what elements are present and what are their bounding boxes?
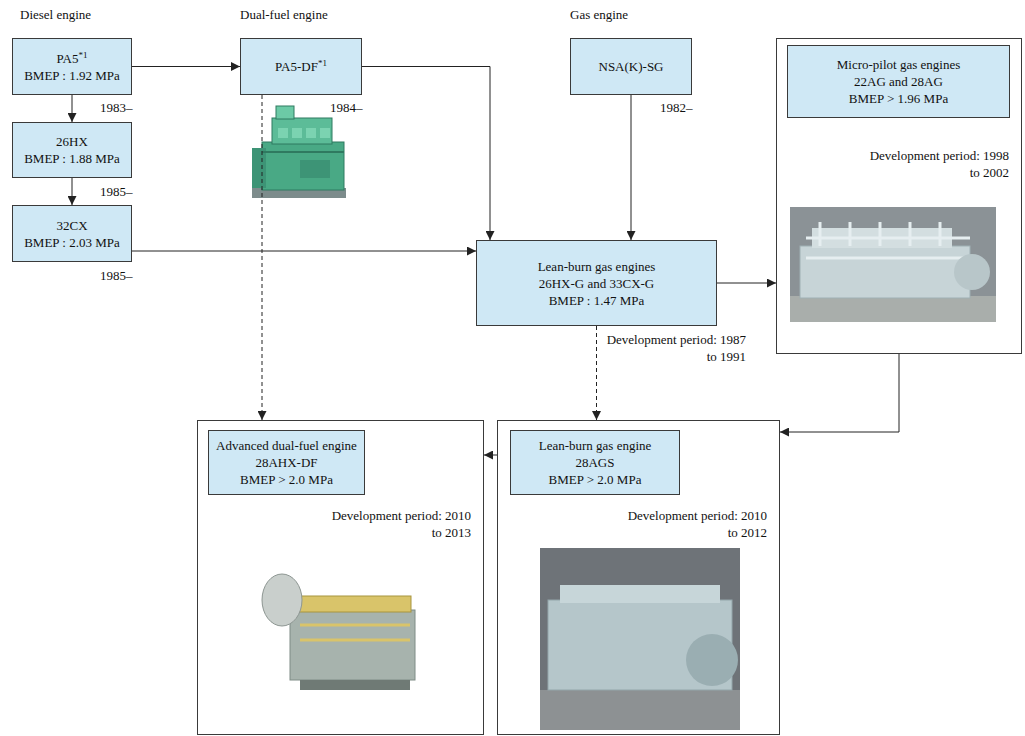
engine-text: Lean-burn gas engine	[539, 437, 652, 454]
label-holder: Diesel engine	[20, 6, 91, 23]
engine-text: BMEP : 1.47 MPa	[549, 292, 645, 309]
cylinder-head	[292, 128, 302, 138]
engine-box: Advanced dual-fuel engine28AHX-DFBMEP > …	[208, 430, 365, 495]
cylinder-head	[320, 128, 330, 138]
footnote-mark: *1	[318, 58, 327, 68]
flow-arrow	[132, 251, 476, 252]
year-label: 1983–	[100, 99, 133, 116]
engine-box: 26HXBMEP : 1.88 MPa	[12, 122, 132, 178]
lean-burn-engine-photo	[540, 548, 740, 730]
flow-arrow	[132, 66, 240, 67]
dashed-arrow	[262, 95, 263, 420]
year-label: 1984–	[330, 99, 363, 116]
group-panel: Development period: 1998 to 2002 Micro-pi…	[776, 38, 1022, 354]
group-panel: Development period: 2010 to 2012 Lean-bur…	[497, 420, 780, 735]
photo-floor	[790, 296, 996, 322]
engine-text: 32CX	[56, 217, 87, 234]
cylinder-head	[278, 128, 288, 138]
group-panel: Development period: 2010 to 2013 Advanced…	[197, 420, 484, 735]
engine-text: Lean-burn gas engines	[538, 258, 656, 275]
period-note: Development period: 2010 to 2012	[617, 507, 767, 541]
flow-arrow	[717, 283, 776, 284]
engine-text: 26HX	[56, 133, 88, 150]
column-heading: Dual-fuel engine	[240, 6, 328, 23]
engine-flywheel	[686, 634, 738, 686]
engine-text: 22AG and 28AG	[854, 73, 943, 90]
engine-text: 28AGS	[575, 454, 614, 471]
photo-ground	[540, 548, 740, 730]
engine-text: BMEP > 2.0 MPa	[240, 471, 333, 488]
engine-base	[300, 680, 410, 690]
engine-text: BMEP > 2.0 MPa	[549, 471, 642, 488]
engine-text: BMEP > 1.96 MPa	[849, 90, 948, 107]
engine-body	[800, 246, 970, 298]
engine-box: Micro-pilot gas engines22AG and 28AGBMEP…	[787, 45, 1010, 118]
engine-text: BMEP : 2.03 MPa	[24, 234, 120, 251]
engine-text: Micro-pilot gas engines	[837, 56, 960, 73]
flow-arrow	[484, 455, 497, 456]
engine-box: Lean-burn gas engines26HX-G and 33CX-GBM…	[476, 240, 717, 326]
engine-pipe	[262, 151, 344, 153]
flow-arrow	[362, 67, 490, 241]
engine-text: NSA(K)-SG	[599, 58, 664, 75]
advanced-dual-fuel-engine-photo	[262, 574, 415, 690]
engine-text: PA5*1	[57, 50, 88, 67]
year-label: 1985–	[100, 183, 133, 200]
label-holder: Gas engine	[570, 6, 628, 23]
label-holder: Development period: 1987 to 1991	[606, 331, 746, 365]
engine-end-unit	[252, 148, 266, 188]
engine-turbo	[276, 106, 294, 119]
flow-arrow	[72, 95, 73, 122]
engine-box: PA5-DF*1	[240, 38, 362, 95]
label-holder: 1982–	[660, 99, 693, 116]
year-label: 1985–	[100, 267, 133, 284]
engine-text: BMEP : 1.88 MPa	[24, 150, 120, 167]
label-holder: 1985–	[100, 183, 133, 200]
engine-text: BMEP : 1.92 MPa	[24, 67, 120, 84]
engine-box: NSA(K)-SG	[570, 38, 692, 95]
label-holder: 1984–	[330, 99, 363, 116]
column-heading: Diesel engine	[20, 6, 91, 23]
micro-pilot-engine-photo	[790, 207, 996, 322]
cylinder-head	[306, 128, 316, 138]
engine-block	[262, 142, 344, 190]
engine-top	[560, 585, 720, 603]
engine-top	[296, 596, 411, 612]
flow-arrow	[631, 95, 632, 240]
engine-pipes	[300, 625, 410, 640]
engine-text: Advanced dual-fuel engine	[216, 437, 357, 454]
dual-fuel-engine-drawing	[252, 106, 346, 198]
engine-panel	[300, 160, 330, 178]
year-label: 1982–	[660, 99, 693, 116]
photo-floor	[540, 690, 740, 730]
label-holder: 1985–	[100, 267, 133, 284]
flow-arrow	[780, 354, 899, 432]
engine-pipes	[806, 222, 975, 258]
label-holder: 1983–	[100, 99, 133, 116]
period-note: Development period: 1998 to 2002	[859, 147, 1009, 181]
column-heading: Gas engine	[570, 6, 628, 23]
photo-ground	[790, 207, 996, 322]
engine-box: Lean-burn gas engine28AGSBMEP > 2.0 MPa	[510, 430, 680, 495]
engine-text: PA5-DF*1	[275, 58, 327, 75]
flow-arrow	[72, 178, 73, 205]
dashed-arrow	[596, 326, 597, 420]
engine-top	[272, 118, 332, 144]
engine-text: 28AHX-DF	[255, 454, 317, 471]
engine-body	[290, 610, 415, 680]
engine-text: 26HX-G and 33CX-G	[539, 275, 655, 292]
period-note: Development period: 1987 to 1991	[606, 331, 746, 365]
engine-flywheel	[954, 254, 990, 290]
engine-box: PA5*1BMEP : 1.92 MPa	[12, 38, 132, 95]
engine-box: 32CXBMEP : 2.03 MPa	[12, 205, 132, 262]
footnote-mark: *1	[78, 49, 87, 59]
period-note: Development period: 2010 to 2013	[321, 507, 471, 541]
engine-turbo	[262, 574, 302, 626]
label-holder: Dual-fuel engine	[240, 6, 328, 23]
